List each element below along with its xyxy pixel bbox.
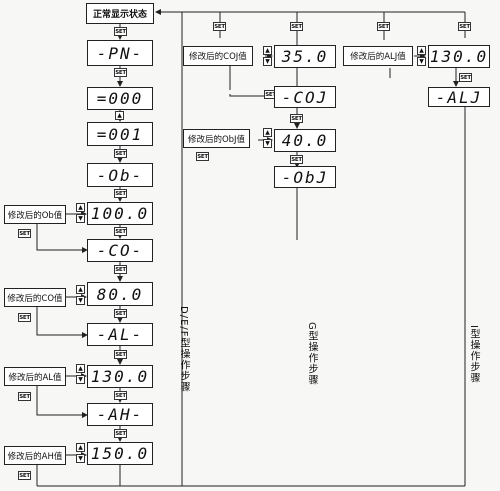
display-150-0: 150.0 xyxy=(87,442,153,465)
set-key: SET xyxy=(290,114,303,123)
note-modified-al: 修改后的AL值 xyxy=(4,367,66,386)
set-key: SET xyxy=(114,429,127,438)
display-001: =001 xyxy=(87,122,153,146)
down-arrow-key: ▼ xyxy=(76,214,85,223)
display-000: =000 xyxy=(87,87,153,110)
set-key: SET xyxy=(18,392,31,401)
set-key: SET xyxy=(213,22,226,31)
caption-def-type: D/E/F型操作步骤 xyxy=(178,306,189,393)
note-modified-co: 修改后的CO值 xyxy=(4,288,66,307)
display-coj: -COJ xyxy=(274,86,336,108)
set-key: SET xyxy=(290,22,303,31)
set-key: SET xyxy=(18,313,31,322)
note-modified-coj: 修改后的COJ值 xyxy=(183,46,253,66)
display-100-0: 100.0 xyxy=(87,202,153,225)
down-arrow-key: ▼ xyxy=(417,57,426,66)
set-key: SET xyxy=(114,309,127,318)
down-arrow-key: ▼ xyxy=(76,375,85,384)
set-key: SET xyxy=(458,22,471,31)
note-modified-ah: 修改后的AH值 xyxy=(4,446,66,465)
set-key: SET xyxy=(377,22,390,31)
up-arrow-key: ▲ xyxy=(76,203,85,212)
display-ah: -AH- xyxy=(87,403,153,426)
down-arrow-key: ▼ xyxy=(263,57,272,66)
display-obj: -ObJ xyxy=(274,166,336,188)
up-arrow-key: ▲ xyxy=(115,111,124,120)
display-35-0: 35.0 xyxy=(274,45,336,68)
up-arrow-key: ▲ xyxy=(76,443,85,452)
set-key: SET xyxy=(114,227,127,236)
set-key: SET xyxy=(114,68,127,77)
down-arrow-key: ▼ xyxy=(76,296,85,305)
note-modified-alj: 修改后的ALJ值 xyxy=(343,46,413,66)
up-arrow-key: ▲ xyxy=(263,128,272,137)
set-key: SET xyxy=(114,189,127,198)
set-key: SET xyxy=(114,391,127,400)
set-key: SET xyxy=(18,229,31,238)
set-key: SET xyxy=(114,149,127,158)
set-key: SET xyxy=(196,152,209,161)
display-co: -CO- xyxy=(87,239,153,262)
caption-i-type: I型操作步骤 xyxy=(468,325,479,384)
display-130-0-alj: 130.0 xyxy=(428,45,490,68)
down-arrow-key: ▼ xyxy=(76,454,85,463)
display-al: -AL- xyxy=(87,323,153,346)
set-key: SET xyxy=(18,471,31,480)
note-modified-obj: 修改后的ObJ值 xyxy=(183,129,250,148)
display-130-0: 130.0 xyxy=(87,365,153,388)
set-key: SET xyxy=(114,27,127,36)
display-pn: -PN- xyxy=(87,40,153,66)
normal-display-state: 正常显示状态 xyxy=(86,3,154,24)
display-alj: -ALJ xyxy=(428,87,490,107)
up-arrow-key: ▲ xyxy=(263,46,272,55)
caption-g-type: G型操作步骤 xyxy=(306,322,317,386)
note-modified-ob: 修改后的Ob值 xyxy=(4,205,66,224)
set-key: SET xyxy=(459,73,472,82)
display-80-0: 80.0 xyxy=(87,282,153,306)
up-arrow-key: ▲ xyxy=(417,46,426,55)
up-arrow-key: ▲ xyxy=(76,364,85,373)
down-arrow-key: ▼ xyxy=(263,139,272,148)
set-key: SET xyxy=(114,350,127,359)
display-ob: -Ob- xyxy=(87,163,153,187)
up-arrow-key: ▲ xyxy=(76,285,85,294)
set-key: SET xyxy=(290,155,303,164)
set-key: SET xyxy=(114,265,127,274)
display-40-0: 40.0 xyxy=(274,129,336,152)
